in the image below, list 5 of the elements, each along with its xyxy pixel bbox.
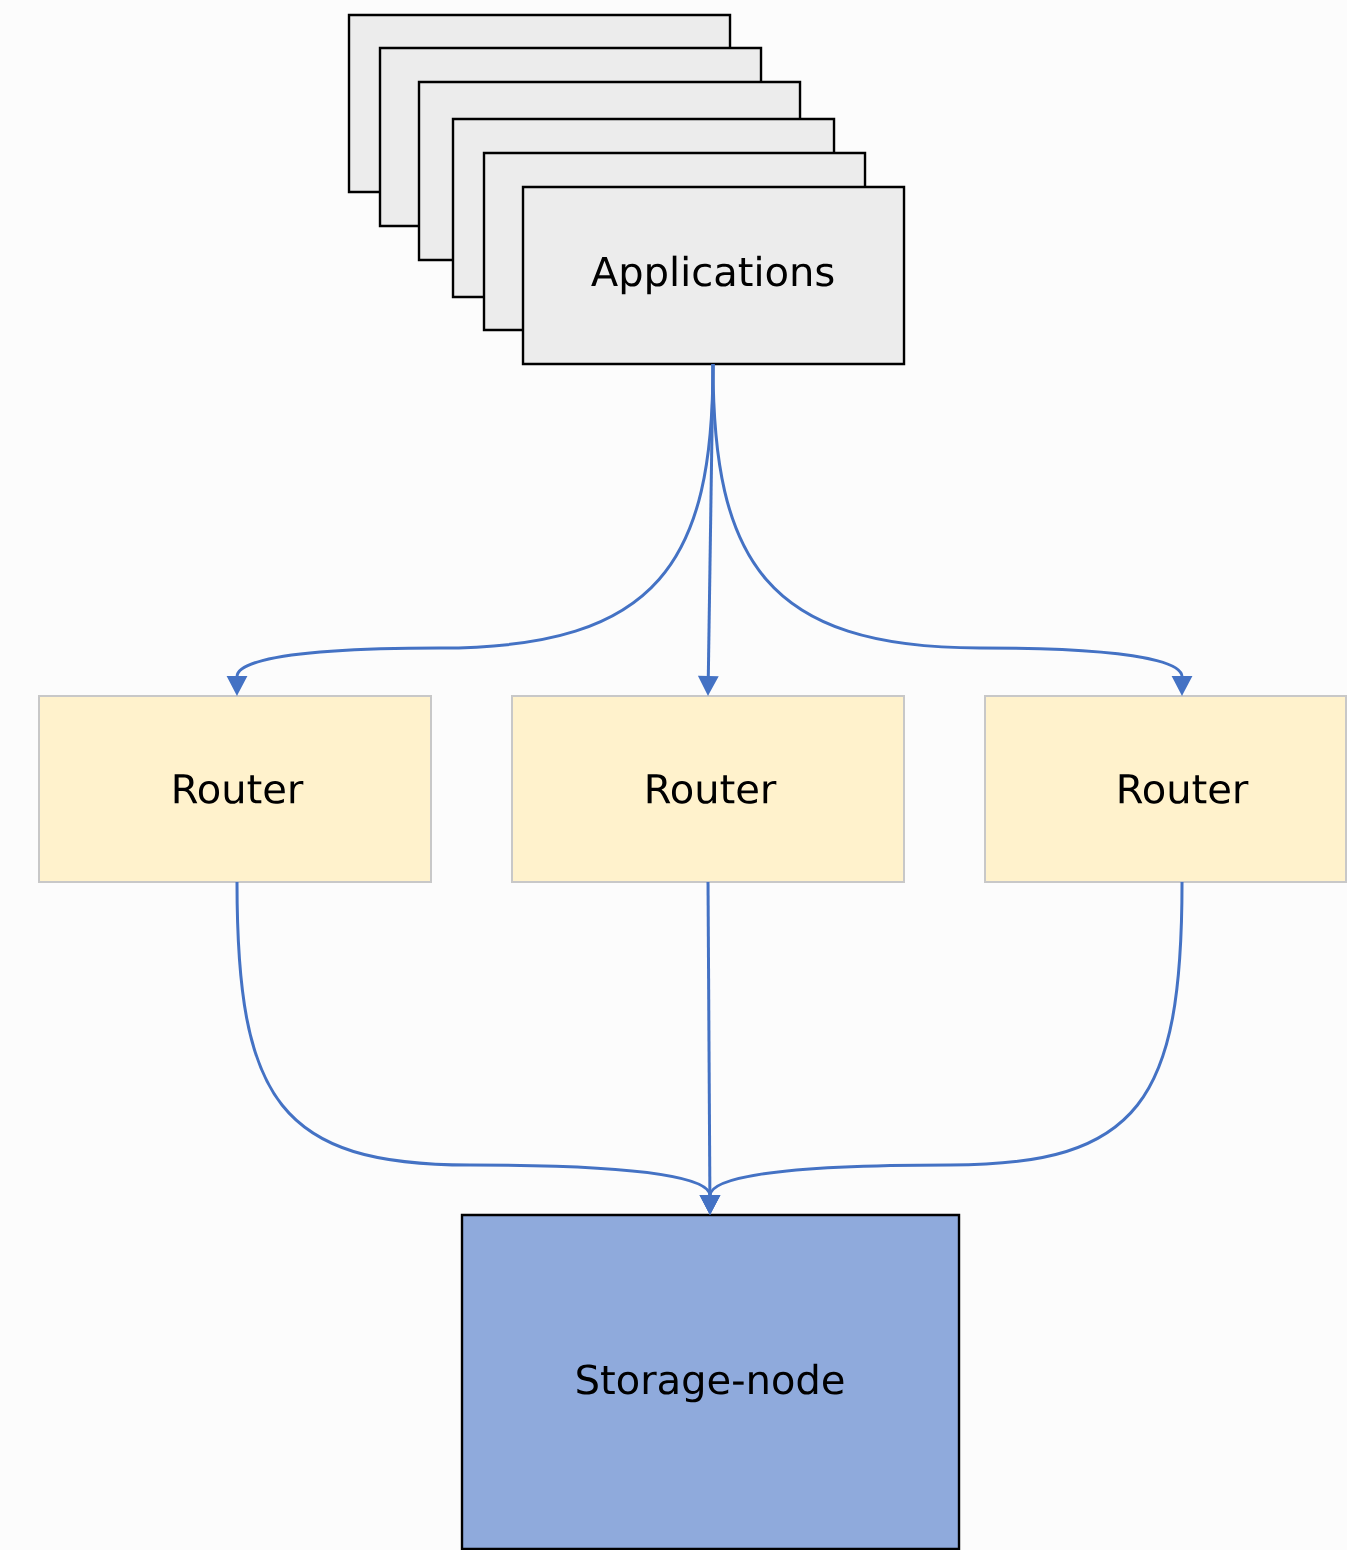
router-box: Router bbox=[984, 695, 1347, 883]
router-box: Router bbox=[511, 695, 905, 883]
storage-box: Storage-node bbox=[460, 1213, 961, 1550]
application-box: Applications bbox=[521, 185, 906, 366]
router-box: Router bbox=[38, 695, 432, 883]
